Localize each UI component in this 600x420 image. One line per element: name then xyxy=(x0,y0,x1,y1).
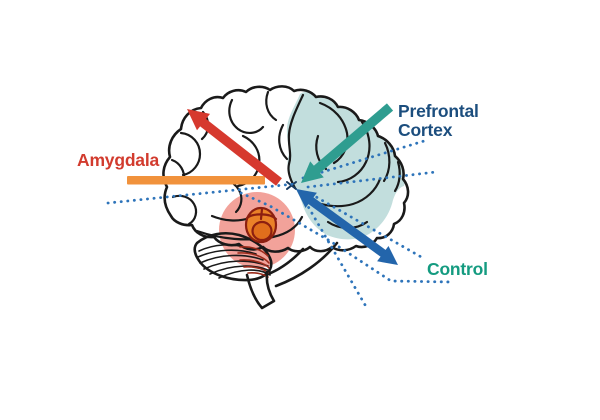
brainstem xyxy=(245,270,276,310)
cerebrum-outline xyxy=(162,85,410,253)
prefrontal-cortex-label-line1: Prefrontal xyxy=(398,101,479,121)
control-label: Control xyxy=(427,259,488,279)
dotted-line-control-lower xyxy=(239,191,454,284)
dotted-line-amygdala-left xyxy=(106,182,296,205)
dotted-line-down xyxy=(300,194,370,312)
amygdala-arrowhead-icon xyxy=(187,109,210,131)
prefrontal-cortex-label-line2: Cortex xyxy=(398,120,453,140)
dotted-pointer-lines xyxy=(106,139,454,312)
amygdala-inner xyxy=(251,220,273,242)
amygdala-bar xyxy=(127,176,265,185)
amygdala-body xyxy=(244,206,278,244)
prefrontal-arrowhead-icon xyxy=(301,161,324,183)
amygdala-label: Amygdala xyxy=(77,150,160,170)
control-arrowhead-up-icon xyxy=(296,189,317,208)
dotted-line-prefrontal xyxy=(301,139,426,180)
control-arrowhead-down-icon xyxy=(377,246,398,265)
amygdala-arrow xyxy=(187,109,282,186)
labels: Amygdala Prefrontal Cortex Control xyxy=(77,101,488,279)
annotation-arrows xyxy=(127,103,398,265)
prefrontal-arrow xyxy=(301,103,394,183)
control-arrow xyxy=(296,189,398,265)
